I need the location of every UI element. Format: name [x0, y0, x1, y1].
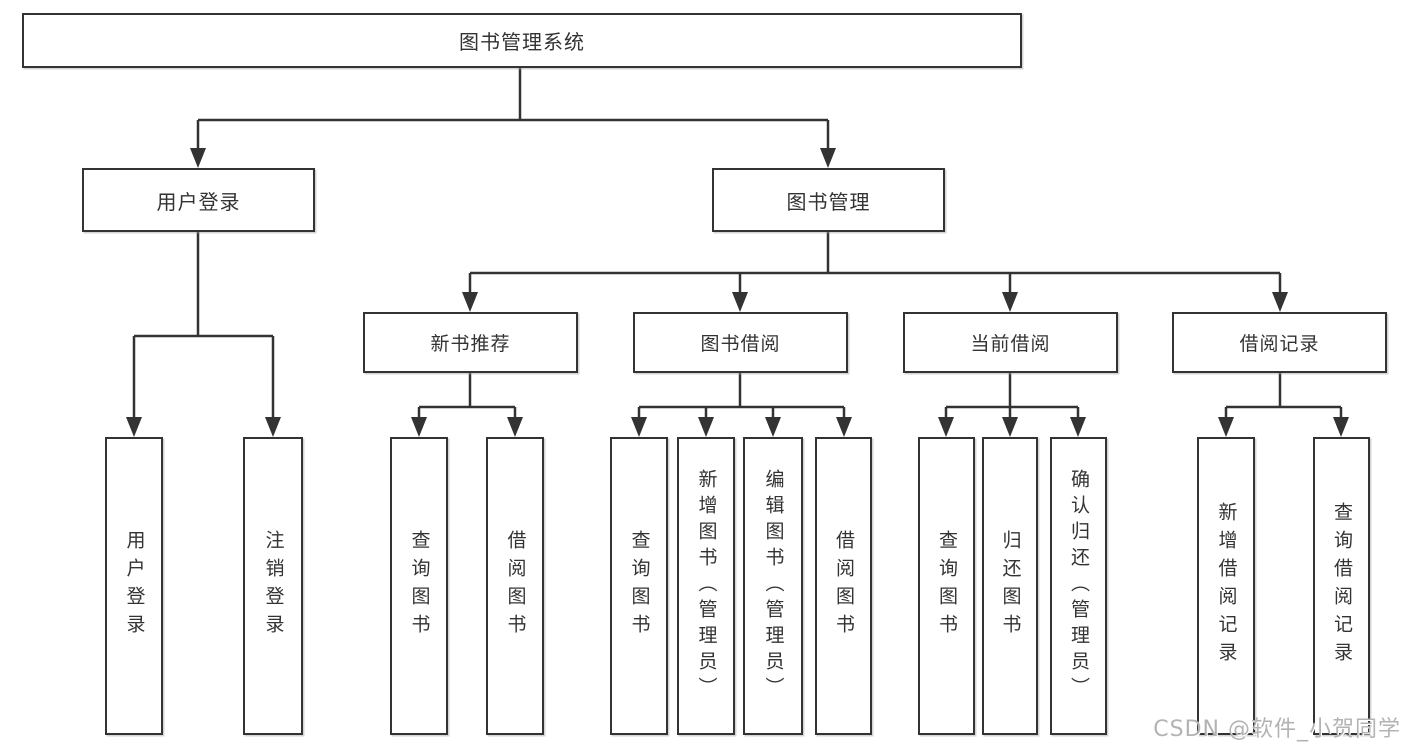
leaf-label: 归还图书 [999, 530, 1022, 642]
leaf-label: 查询图书 [628, 530, 651, 642]
arrowhead [836, 417, 852, 437]
arrowhead [732, 292, 748, 312]
node-book-borrowing: 图书借阅 [633, 312, 848, 373]
node-borrowing-records: 借阅记录 [1172, 312, 1387, 373]
arrowheads [126, 148, 1349, 437]
csdn-watermark: CSDN @软件_小贺同学 [1153, 717, 1401, 742]
arrowhead [1333, 417, 1349, 437]
arrowhead [938, 417, 954, 437]
arrowhead [1218, 417, 1234, 437]
arrowhead [462, 292, 478, 312]
node-leaf-edit-books-admin: 编辑图书（管理员） [743, 437, 803, 735]
arrowhead [507, 417, 523, 437]
arrowhead [631, 417, 647, 437]
leaf-label: 用户登录 [123, 530, 146, 642]
leaf-label: 借阅图书 [504, 530, 527, 642]
node-leaf-logout: 注销登录 [243, 437, 303, 735]
node-leaf-return-books: 归还图书 [982, 437, 1038, 735]
leaf-label: 注销登录 [262, 530, 285, 642]
leaf-label: 新增图书（管理员） [695, 469, 718, 703]
arrowhead [265, 417, 281, 437]
arrowhead [1272, 292, 1288, 312]
node-leaf-add-borrow-record: 新增借阅记录 [1197, 437, 1255, 735]
leaf-label: 查询图书 [408, 530, 431, 642]
arrowhead [698, 417, 714, 437]
node-book-management: 图书管理 [712, 168, 945, 232]
arrowhead [190, 148, 206, 168]
leaf-label: 编辑图书（管理员） [762, 469, 785, 703]
arrowhead [411, 417, 427, 437]
node-user-login: 用户登录 [82, 168, 315, 232]
node-leaf-query-books-2: 查询图书 [610, 437, 668, 735]
node-leaf-query-books-1: 查询图书 [390, 437, 448, 735]
leaf-label: 借阅图书 [833, 530, 855, 642]
arrowhead [1002, 417, 1018, 437]
leaf-label: 查询借阅记录 [1331, 502, 1353, 670]
node-leaf-user-login: 用户登录 [105, 437, 163, 735]
arrowhead [820, 148, 836, 168]
node-current-borrowing: 当前借阅 [903, 312, 1118, 373]
node-leaf-borrow-books-2: 借阅图书 [815, 437, 872, 735]
node-leaf-confirm-return-admin: 确认归还（管理员） [1050, 437, 1107, 735]
node-new-book-recommend: 新书推荐 [363, 312, 578, 373]
leaf-label: 确认归还（管理员） [1068, 469, 1090, 703]
node-library-system: 图书管理系统 [22, 13, 1022, 68]
node-leaf-borrow-books-1: 借阅图书 [486, 437, 544, 735]
node-leaf-query-books-3: 查询图书 [918, 437, 975, 735]
leaf-label: 新增借阅记录 [1215, 502, 1238, 670]
arrowhead [1002, 292, 1018, 312]
leaf-label: 查询图书 [936, 530, 958, 642]
arrowhead [1070, 417, 1086, 437]
tree-edges [132, 68, 1343, 419]
node-leaf-query-borrow-record: 查询借阅记录 [1313, 437, 1370, 735]
arrowhead [765, 417, 781, 437]
arrowhead [126, 417, 142, 437]
node-leaf-add-books-admin: 新增图书（管理员） [677, 437, 735, 735]
